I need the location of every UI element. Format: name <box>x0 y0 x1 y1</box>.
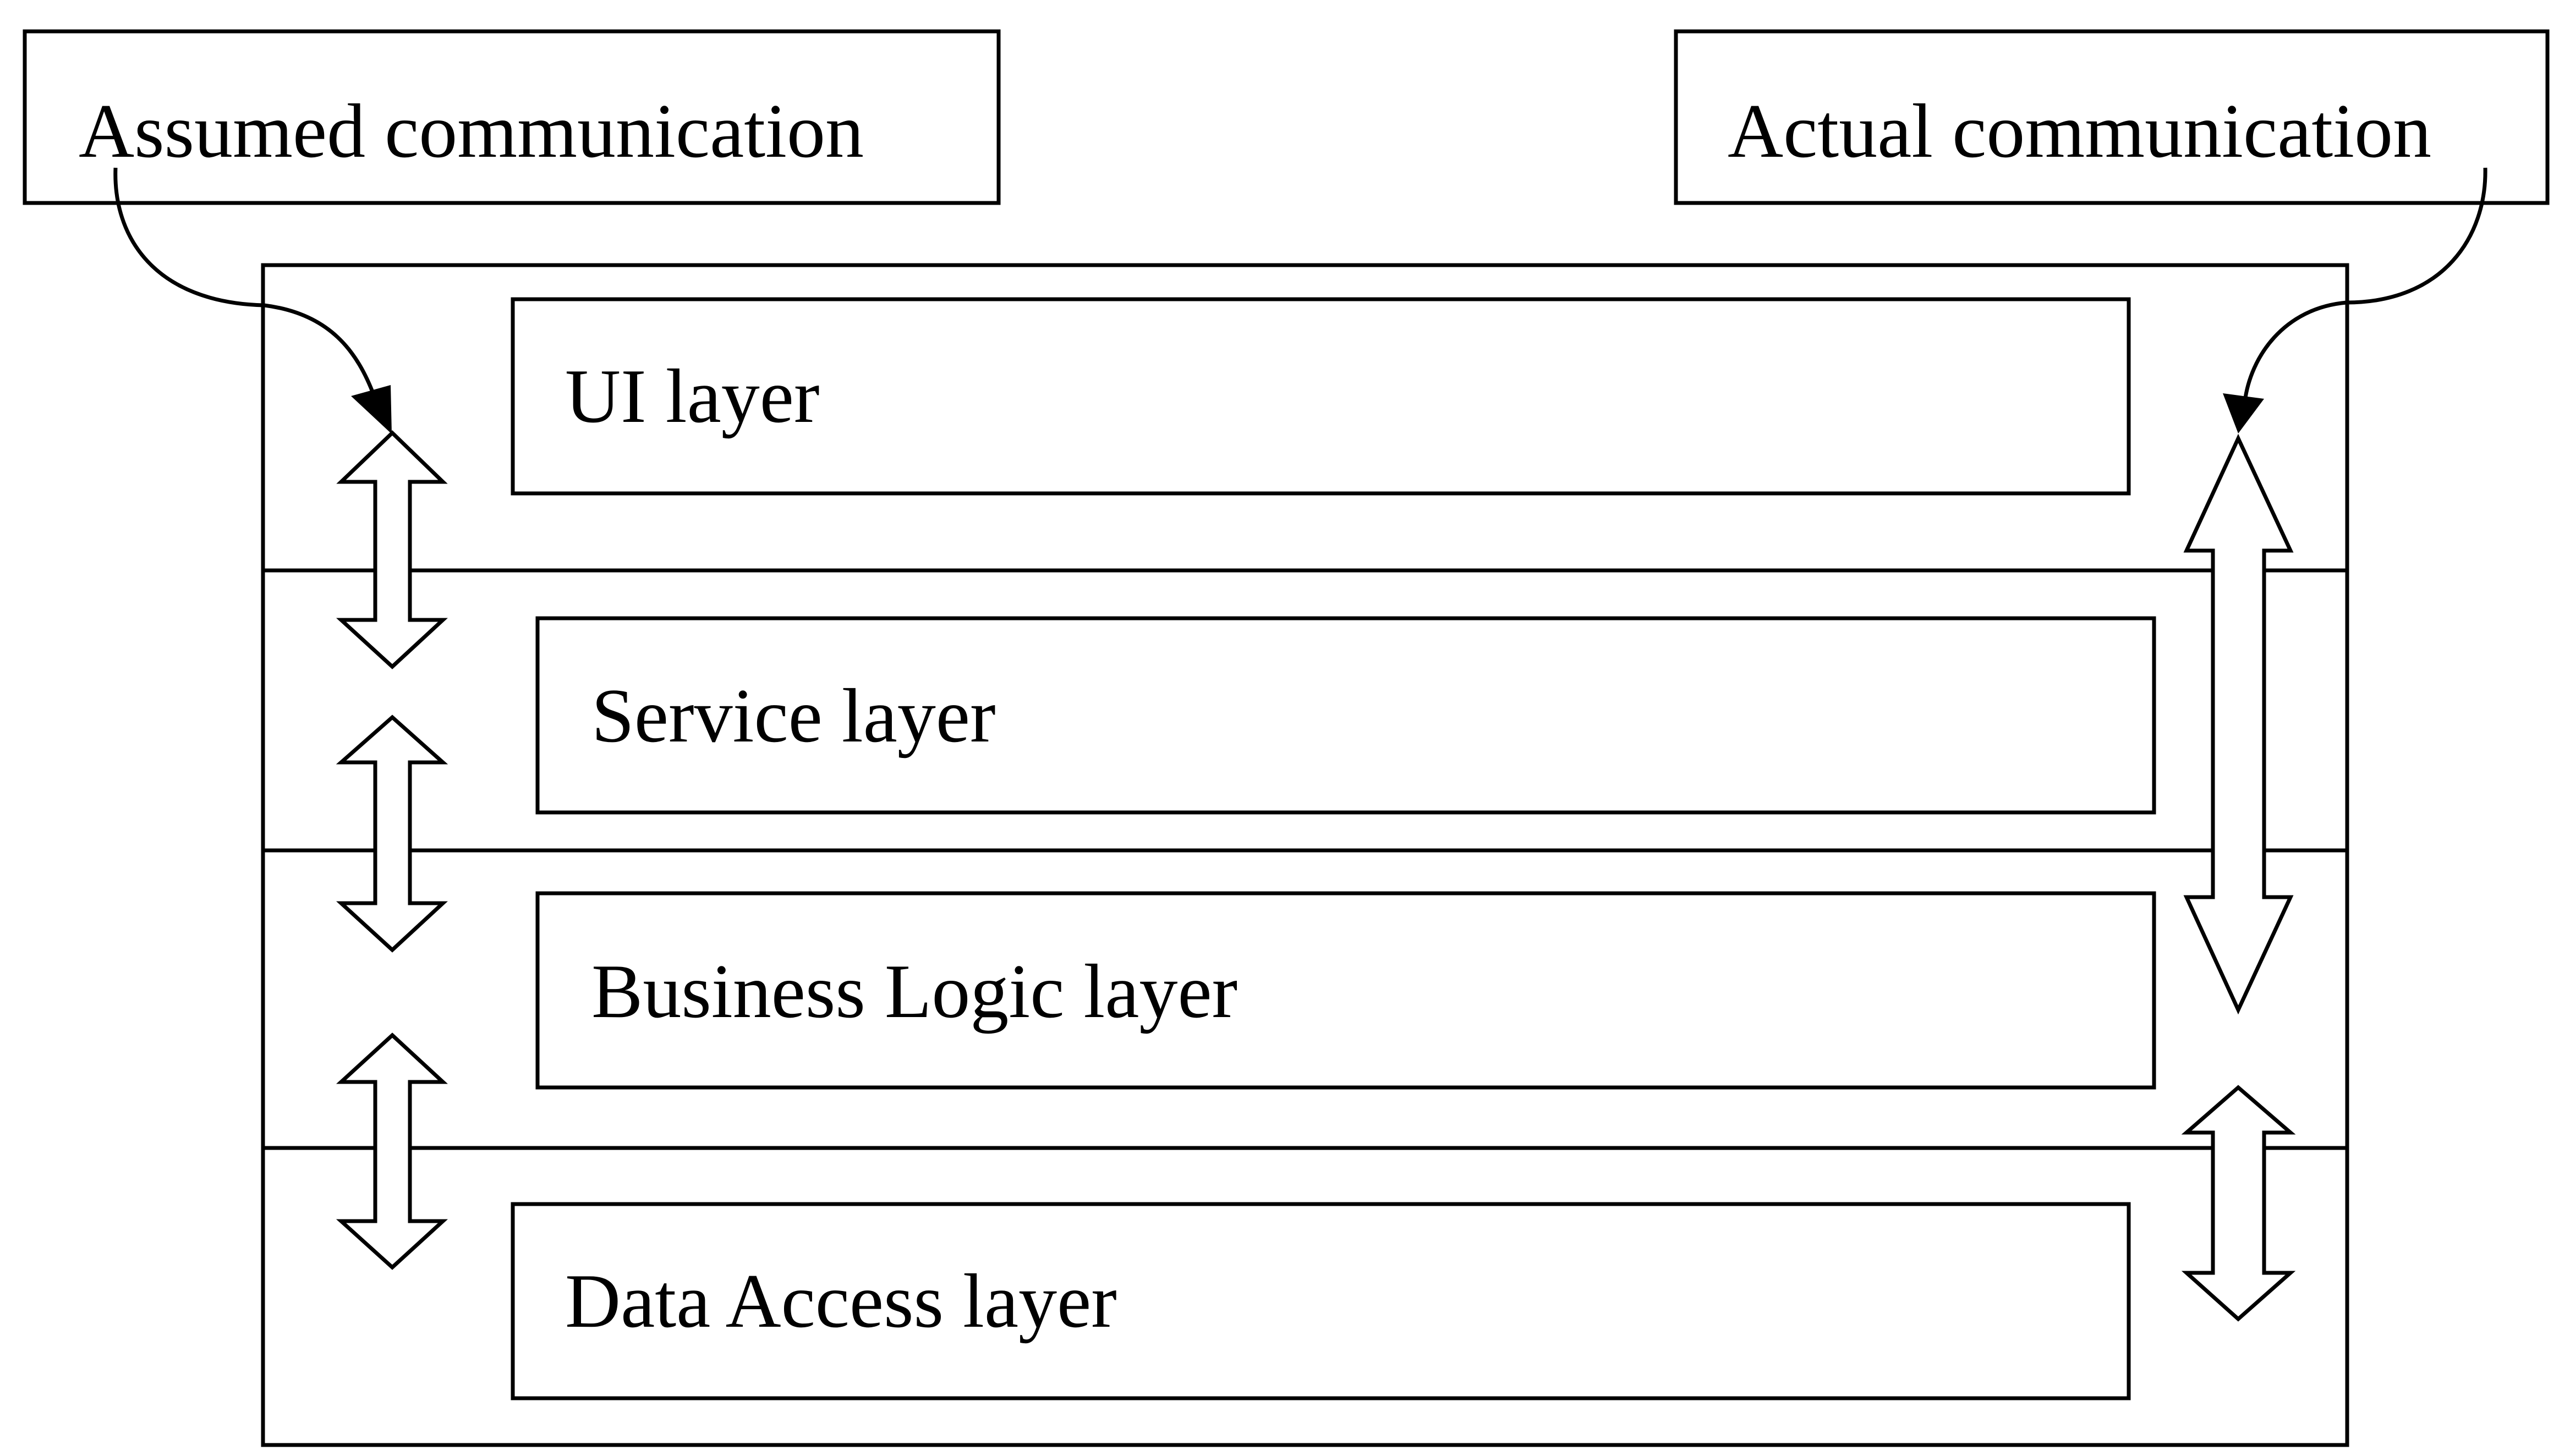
ui-layer-box: UI layer <box>511 297 2131 496</box>
assumed-communication-callout: Assumed communication <box>23 29 1001 205</box>
actual-communication-callout: Actual communication <box>1674 29 2550 205</box>
actual-pointer-curve <box>2243 167 2487 402</box>
actual-arrow-business-data <box>2181 1085 2296 1322</box>
business-logic-layer-box: Business Logic layer <box>535 891 2156 1090</box>
ui-layer-label: UI layer <box>565 354 820 439</box>
service-layer-box: Service layer <box>535 616 2156 815</box>
actual-communication-label: Actual communication <box>1728 89 2431 174</box>
assumed-arrow-business-data <box>336 1032 448 1270</box>
service-layer-label: Service layer <box>591 673 996 759</box>
assumed-pointer <box>113 167 392 434</box>
assumed-arrow-ui-service <box>336 430 448 669</box>
assumed-arrow-service-business <box>336 715 448 953</box>
outer-frame <box>261 263 2349 1447</box>
assumed-pointer-curve <box>113 167 376 397</box>
actual-pointer <box>2223 167 2487 433</box>
data-access-layer-box: Data Access layer <box>511 1202 2131 1400</box>
actual-pointer-arrowhead <box>2223 393 2264 433</box>
actual-arrow-ui-business <box>2183 433 2294 1015</box>
assumed-communication-label: Assumed communication <box>79 89 864 174</box>
data-access-layer-label: Data Access layer <box>565 1259 1117 1344</box>
business-logic-layer-label: Business Logic layer <box>591 949 1237 1034</box>
assumed-pointer-arrowhead <box>351 385 392 434</box>
